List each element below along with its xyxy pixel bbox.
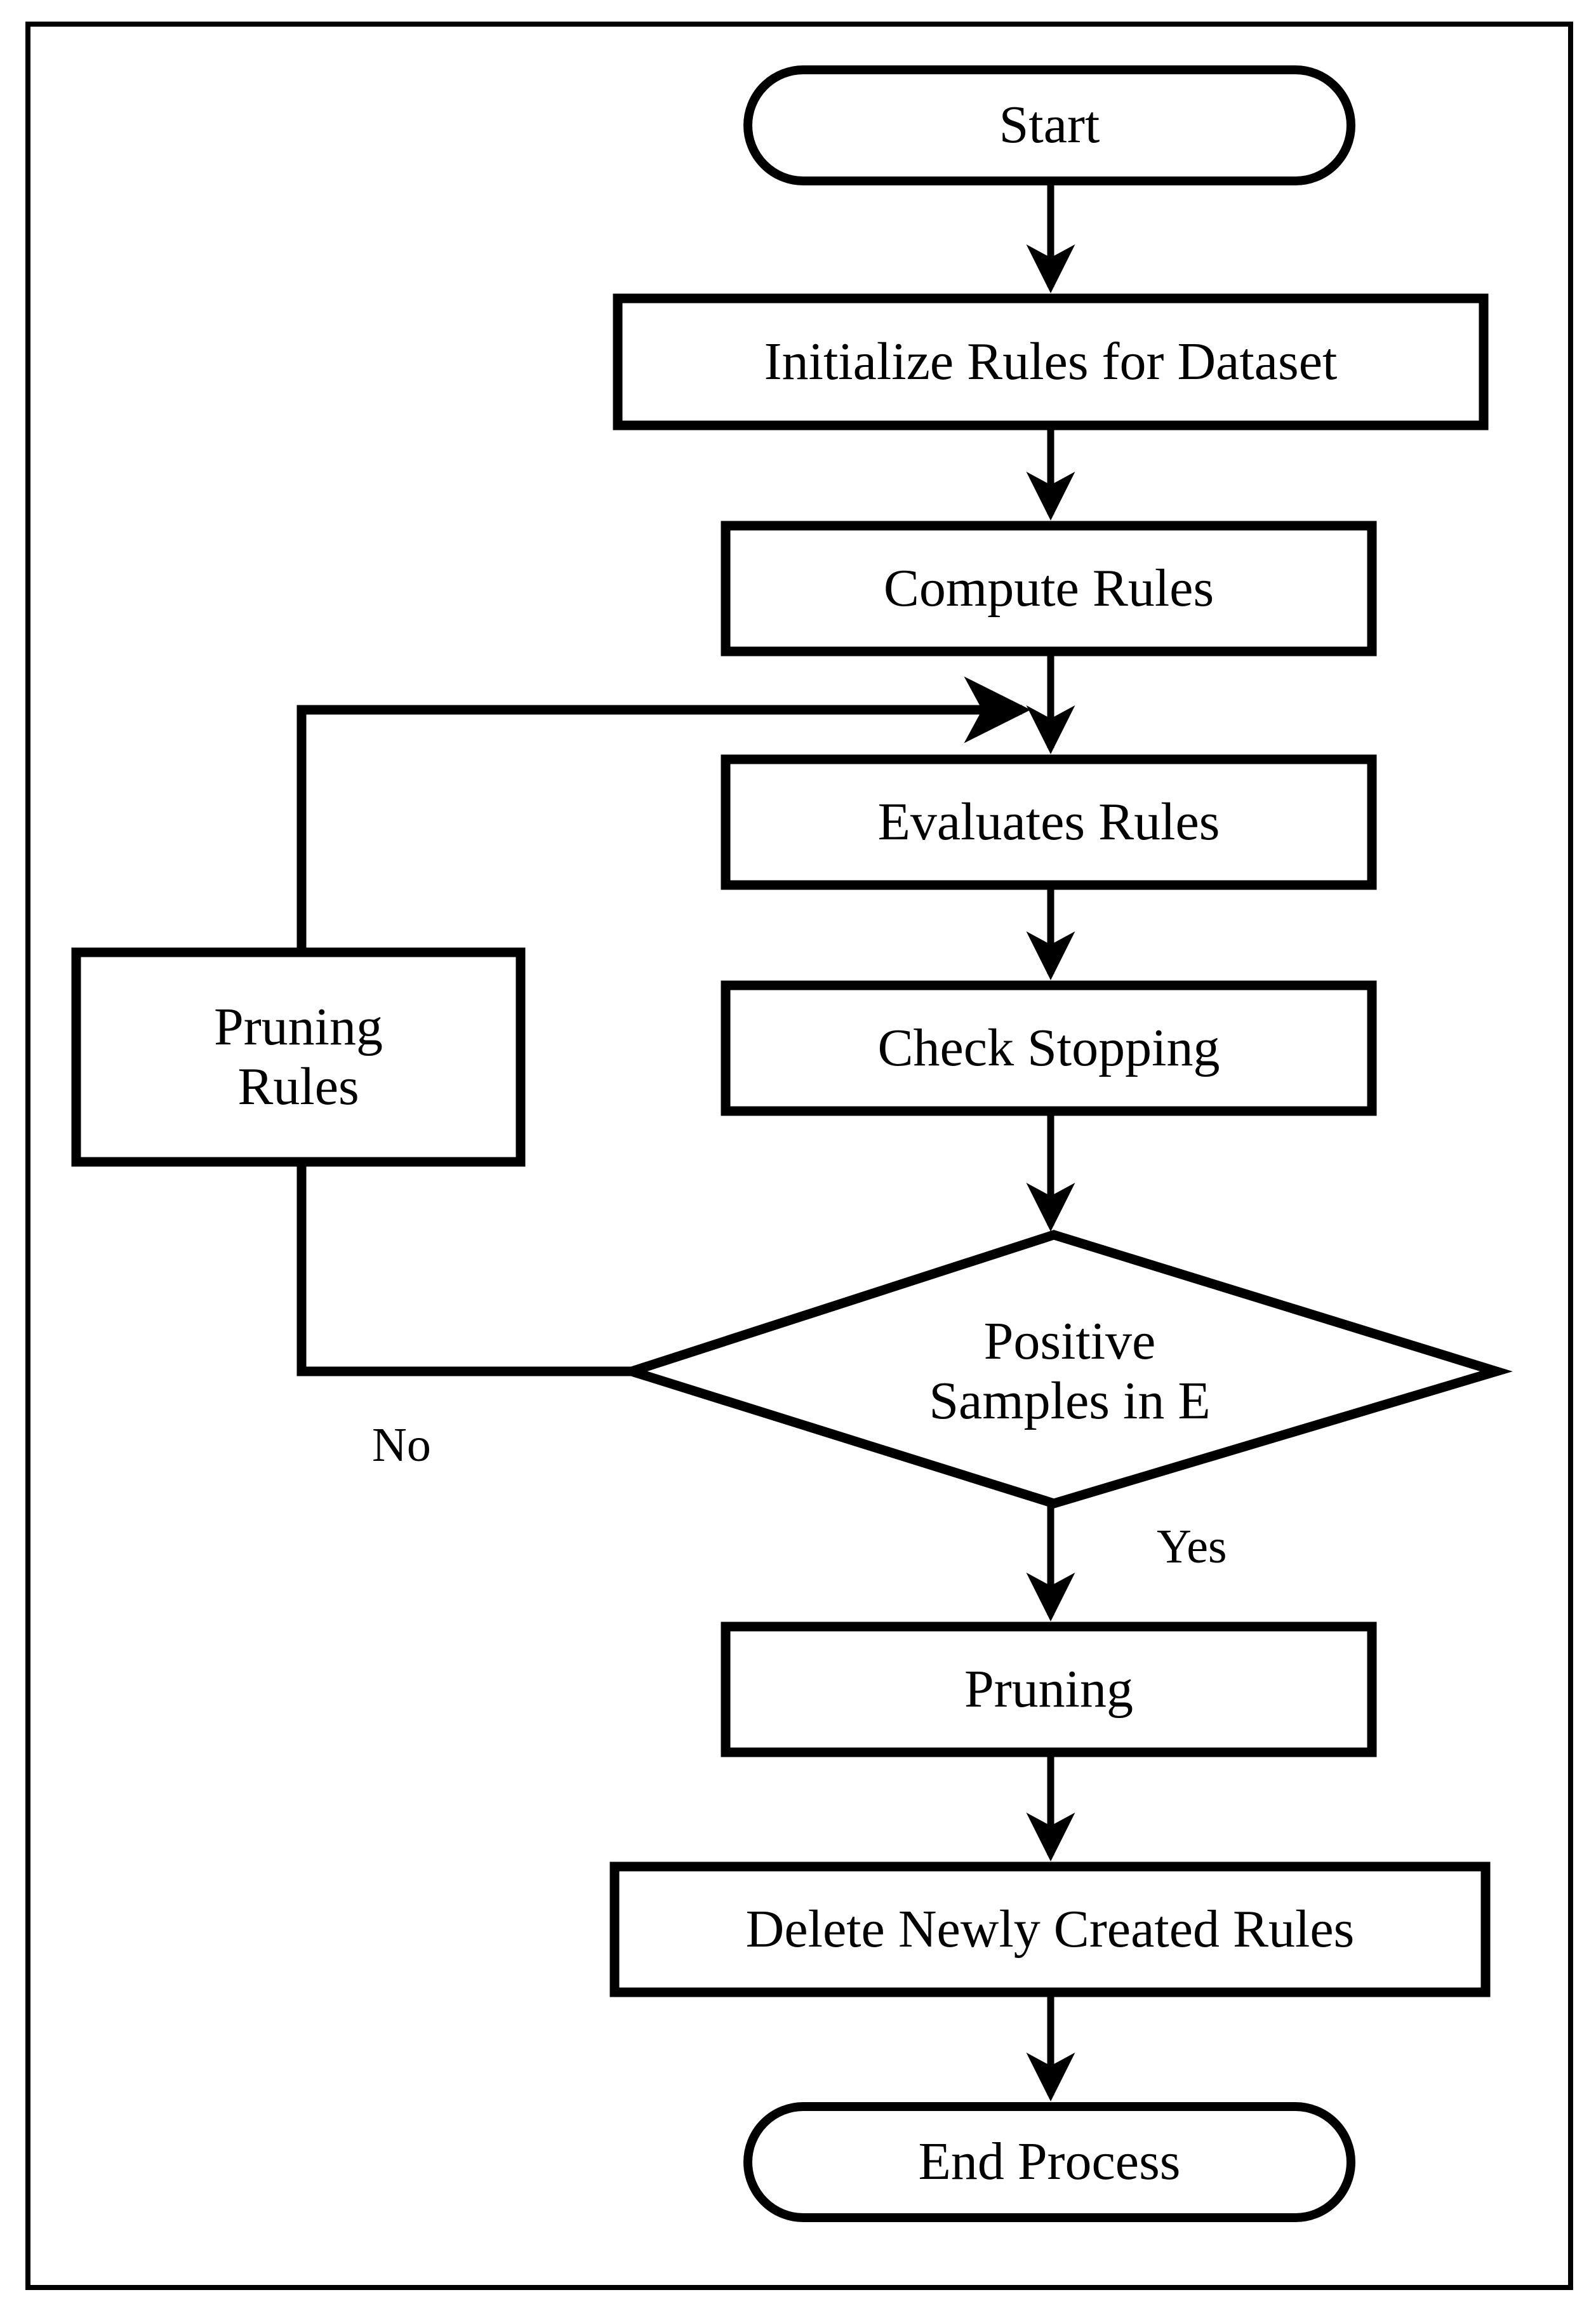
node-pruning-rules[interactable]	[71, 947, 526, 1167]
node-end-process[interactable]	[743, 2102, 1355, 2222]
node-pruning[interactable]	[721, 1622, 1377, 1757]
node-initialize-rules[interactable]	[613, 293, 1489, 430]
edge-label-yes: Yes	[1157, 1520, 1227, 1573]
node-start[interactable]	[743, 65, 1355, 185]
node-decision-positive-samples[interactable]	[616, 1230, 1513, 1508]
node-delete-newly-created-rules[interactable]	[609, 1861, 1491, 1997]
edge-pruning-rules-to-evaluates	[296, 676, 1031, 952]
edge-label-no: No	[372, 1418, 431, 1472]
node-check-stopping[interactable]	[721, 980, 1377, 1116]
diagram-outer-border	[25, 22, 1573, 2290]
edge-decision-no-to-pruning-rules	[296, 1162, 632, 1376]
node-compute-rules[interactable]	[721, 521, 1377, 656]
node-evaluates-rules[interactable]	[721, 754, 1377, 890]
